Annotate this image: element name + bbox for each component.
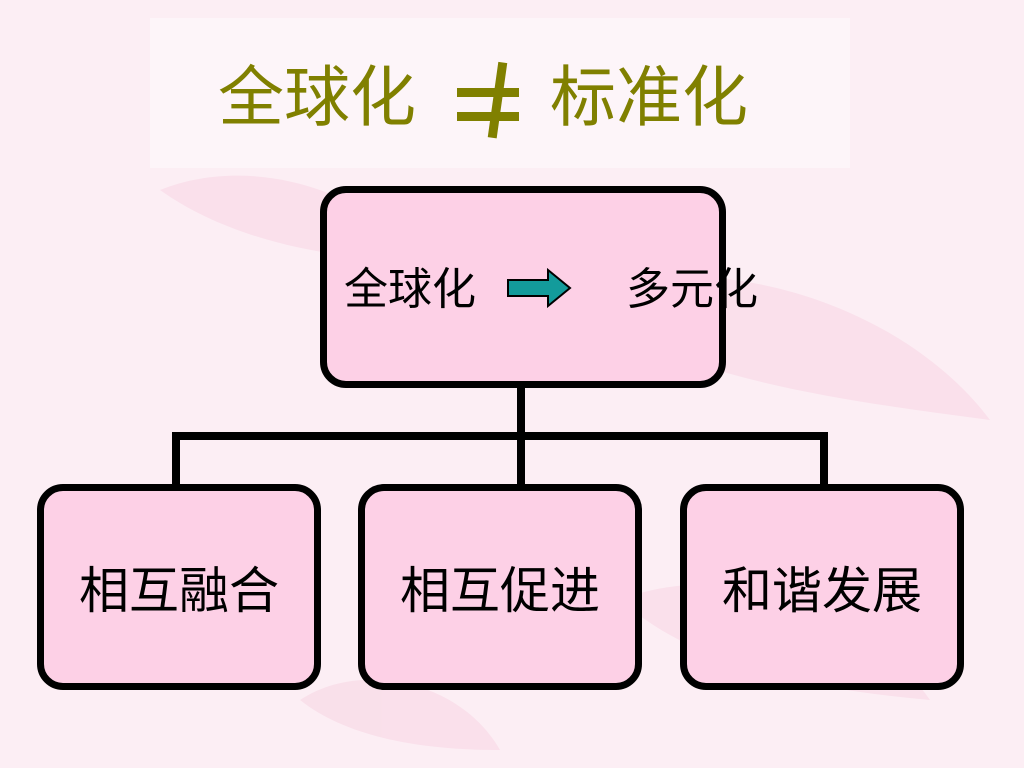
- child-node-label: 相互融合: [79, 562, 279, 620]
- child-node-mutual-promotion: 相互促进: [358, 484, 642, 690]
- top-node-diversification: 多元化: [626, 264, 758, 315]
- not-equal-icon: [457, 61, 519, 139]
- child-node-harmonious-development: 和谐发展: [680, 484, 964, 690]
- right-arrow-icon: [507, 268, 572, 308]
- child-node-label: 相互促进: [400, 562, 600, 620]
- top-node-globalization: 全球化: [344, 264, 476, 315]
- title-standardization: 标准化: [550, 59, 748, 136]
- child-node-mutual-fusion: 相互融合: [37, 484, 321, 690]
- child-node-label: 和谐发展: [722, 562, 922, 620]
- title-globalization: 全球化: [218, 59, 416, 136]
